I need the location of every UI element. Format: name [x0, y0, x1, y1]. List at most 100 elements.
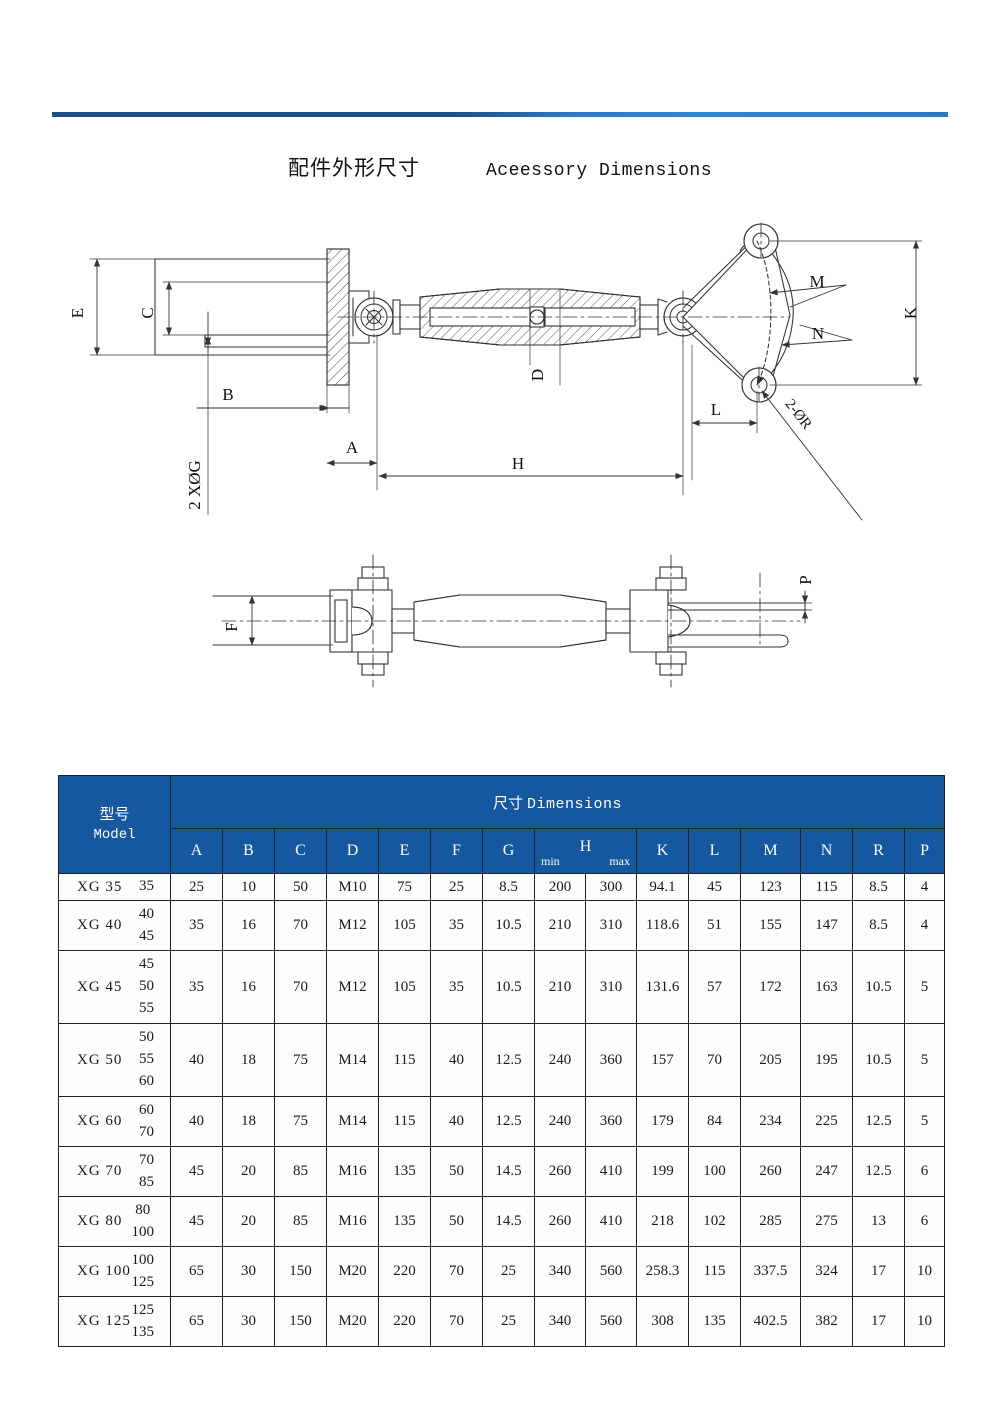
- cell-C: 150: [274, 1246, 327, 1297]
- cell-E: 135: [378, 1146, 431, 1197]
- cell-Hmax: 300: [585, 873, 637, 901]
- page-title-english: Aceessory Dimensions: [485, 161, 713, 181]
- cell-Hmax: 560: [585, 1296, 637, 1347]
- model-size: 85: [139, 1173, 154, 1190]
- cell-K: 118.6: [636, 900, 689, 951]
- cell-K: 199: [636, 1146, 689, 1197]
- cell-P: 4: [903, 900, 946, 951]
- cell-F: 50: [430, 1196, 483, 1247]
- cell-R: 10.5: [852, 950, 905, 1024]
- cell-Hmin: 260: [534, 1146, 586, 1197]
- cell-Hmin: 340: [534, 1296, 586, 1347]
- dim-label-L: L: [711, 400, 721, 419]
- dimensions-table-container: 型号 Model 尺寸 Dimensions A B C D E F G H: [58, 775, 946, 1347]
- cell-B: 20: [222, 1146, 275, 1197]
- cell-P: 5: [903, 950, 946, 1024]
- cell-A: 40: [170, 1096, 223, 1147]
- cell-R: 12.5: [852, 1096, 905, 1147]
- cell-Hmin: 210: [534, 900, 586, 951]
- model-size: 45: [139, 927, 154, 944]
- header-col-E: E: [378, 828, 431, 874]
- dim-label-D: D: [528, 369, 547, 381]
- cell-N: 163: [800, 950, 853, 1024]
- dimensions-table: 型号 Model 尺寸 Dimensions A B C D E F G H: [58, 775, 946, 1347]
- cell-G: 12.5: [482, 1023, 535, 1097]
- cell-C: 70: [274, 900, 327, 951]
- dim-label-B: B: [222, 385, 233, 404]
- model-name: XG 125: [77, 1313, 131, 1329]
- header-col-R: R: [852, 828, 905, 874]
- table-head-row-1: 型号 Model 尺寸 Dimensions: [58, 775, 946, 874]
- model-size: 50: [139, 978, 154, 995]
- cell-P: 6: [903, 1196, 946, 1247]
- page-title: 配件外形尺寸 Aceessory Dimensions: [0, 152, 1000, 182]
- cell-C: 50: [274, 873, 327, 901]
- model-size: 80: [135, 1201, 151, 1218]
- cell-L: 84: [688, 1096, 741, 1147]
- model-name: XG 60: [77, 1113, 123, 1129]
- header-col-M: M: [740, 828, 801, 874]
- header-dimensions-cn: 尺寸: [493, 793, 524, 812]
- header-col-B: B: [222, 828, 275, 874]
- cell-N: 195: [800, 1023, 853, 1097]
- cell-L: 57: [688, 950, 741, 1024]
- model-name: XG 40: [77, 917, 123, 933]
- cell-C: 70: [274, 950, 327, 1024]
- header-col-F: F: [430, 828, 483, 874]
- cell-R: 17: [852, 1296, 905, 1347]
- cell-B: 16: [222, 900, 275, 951]
- cell-P: 5: [903, 1096, 946, 1147]
- header-col-C: C: [274, 828, 327, 874]
- cell-F: 25: [430, 873, 483, 901]
- model-size: 40: [139, 905, 154, 922]
- dim-label-C: C: [138, 307, 157, 318]
- cell-Hmax: 360: [585, 1096, 637, 1147]
- cell-A: 35: [170, 900, 223, 951]
- cell-D: M16: [326, 1146, 379, 1197]
- cell-A: 45: [170, 1196, 223, 1247]
- cell-M: 285: [740, 1196, 801, 1247]
- cell-C: 75: [274, 1023, 327, 1097]
- cell-N: 382: [800, 1296, 853, 1347]
- cell-M: 260: [740, 1146, 801, 1197]
- cell-G: 14.5: [482, 1146, 535, 1197]
- cell-B: 18: [222, 1023, 275, 1097]
- cell-Hmax: 560: [585, 1246, 637, 1297]
- cell-L: 70: [688, 1023, 741, 1097]
- cell-M: 172: [740, 950, 801, 1024]
- technical-drawing: E C B A D H L K M N 2 XØG 2-ØR F P: [0, 195, 1000, 725]
- cell-B: 30: [222, 1296, 275, 1347]
- cell-D: M20: [326, 1296, 379, 1347]
- header-model-cn: 型号: [99, 804, 130, 823]
- header-col-K: K: [636, 828, 689, 874]
- header-col-G: G: [482, 828, 535, 874]
- cell-A: 35: [170, 950, 223, 1024]
- cell-A: 45: [170, 1146, 223, 1197]
- model-size: 45: [139, 956, 154, 973]
- cell-C: 85: [274, 1196, 327, 1247]
- cell-K: 218: [636, 1196, 689, 1247]
- cell-D: M20: [326, 1246, 379, 1297]
- model-name: XG 35: [77, 878, 123, 895]
- cell-Hmax: 360: [585, 1023, 637, 1097]
- cell-Hmax: 410: [585, 1196, 637, 1247]
- cell-A: 65: [170, 1246, 223, 1297]
- cell-G: 10.5: [482, 950, 535, 1024]
- model-size-list: 35: [139, 876, 154, 898]
- cell-P: 10: [903, 1246, 946, 1297]
- dim-label-M: M: [809, 272, 824, 291]
- table-head: 型号 Model 尺寸 Dimensions A B C D E F G H: [58, 775, 946, 874]
